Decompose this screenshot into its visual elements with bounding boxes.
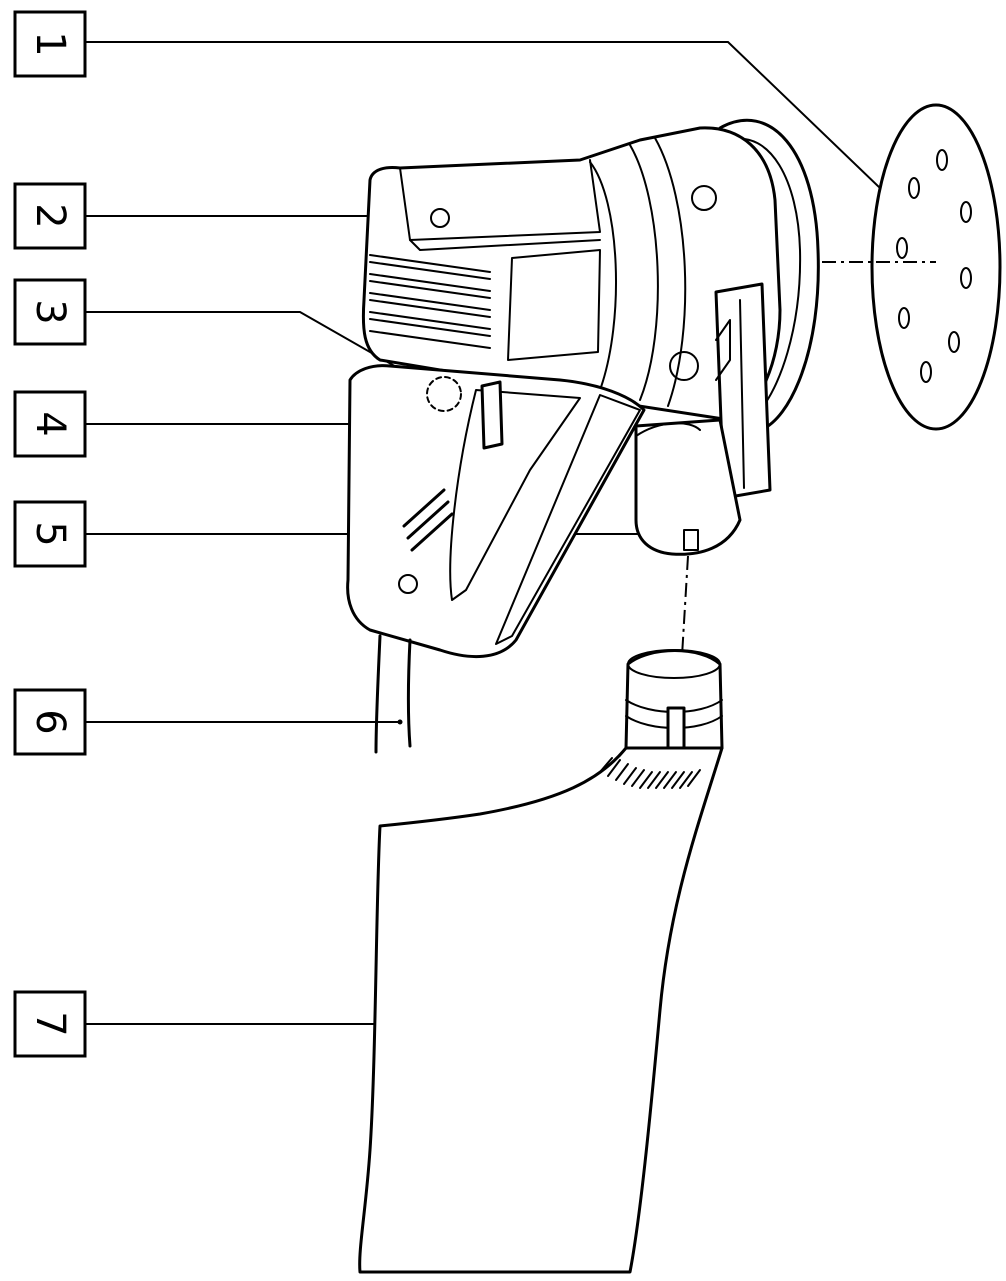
callout-2: 2: [13, 182, 87, 250]
dust-outlet-icon: [634, 418, 742, 556]
callout-2-label: 2: [27, 203, 73, 228]
callout-4: 4: [13, 390, 87, 458]
handle-grip: [346, 364, 646, 659]
sanding-disc-icon: [870, 103, 1002, 431]
power-cord-icon: [374, 634, 412, 754]
switch-lock-icon: [426, 376, 462, 412]
callout-3-label: 3: [27, 299, 73, 324]
callout-6: 6: [13, 688, 87, 756]
callout-7: 7: [13, 990, 87, 1058]
callout-4-label: 4: [27, 411, 73, 436]
callout-3: 3: [13, 278, 87, 346]
dust-bag-body: [358, 746, 724, 1274]
callout-1-label: 1: [27, 31, 73, 56]
dust-bag-icon: [358, 649, 724, 1274]
on-off-switch-icon: [480, 380, 504, 450]
leader-line-1: [85, 41, 906, 213]
outlet-axis-line: [681, 555, 689, 657]
callout-6-label: 6: [27, 709, 73, 734]
callout-5: 5: [13, 500, 87, 568]
callout-7-label: 7: [27, 1011, 73, 1036]
callout-1: 1: [13, 10, 87, 78]
vent-slots: [369, 254, 491, 349]
callout-5-label: 5: [27, 521, 73, 546]
sander-body: [346, 118, 820, 659]
